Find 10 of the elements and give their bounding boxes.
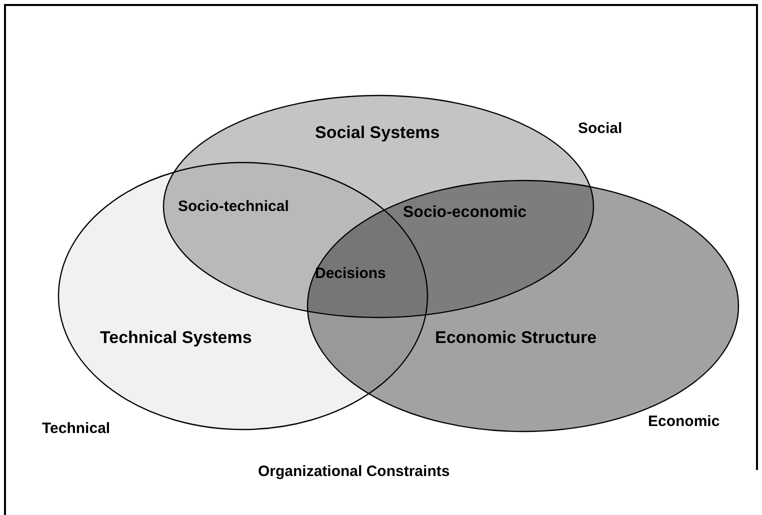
overlap-label: Decisions [315,265,386,282]
corner-label: Technical [42,420,110,437]
set-label: Technical Systems [100,328,252,348]
set-label: Economic Structure [435,328,597,348]
overlap-label: Socio-economic [403,204,527,222]
caption-label: Organizational Constraints [258,463,450,480]
set-label: Social Systems [315,123,440,143]
corner-label: Economic [648,413,720,430]
corner-label: Social [578,120,622,137]
overlap-label: Socio-technical [178,198,289,215]
